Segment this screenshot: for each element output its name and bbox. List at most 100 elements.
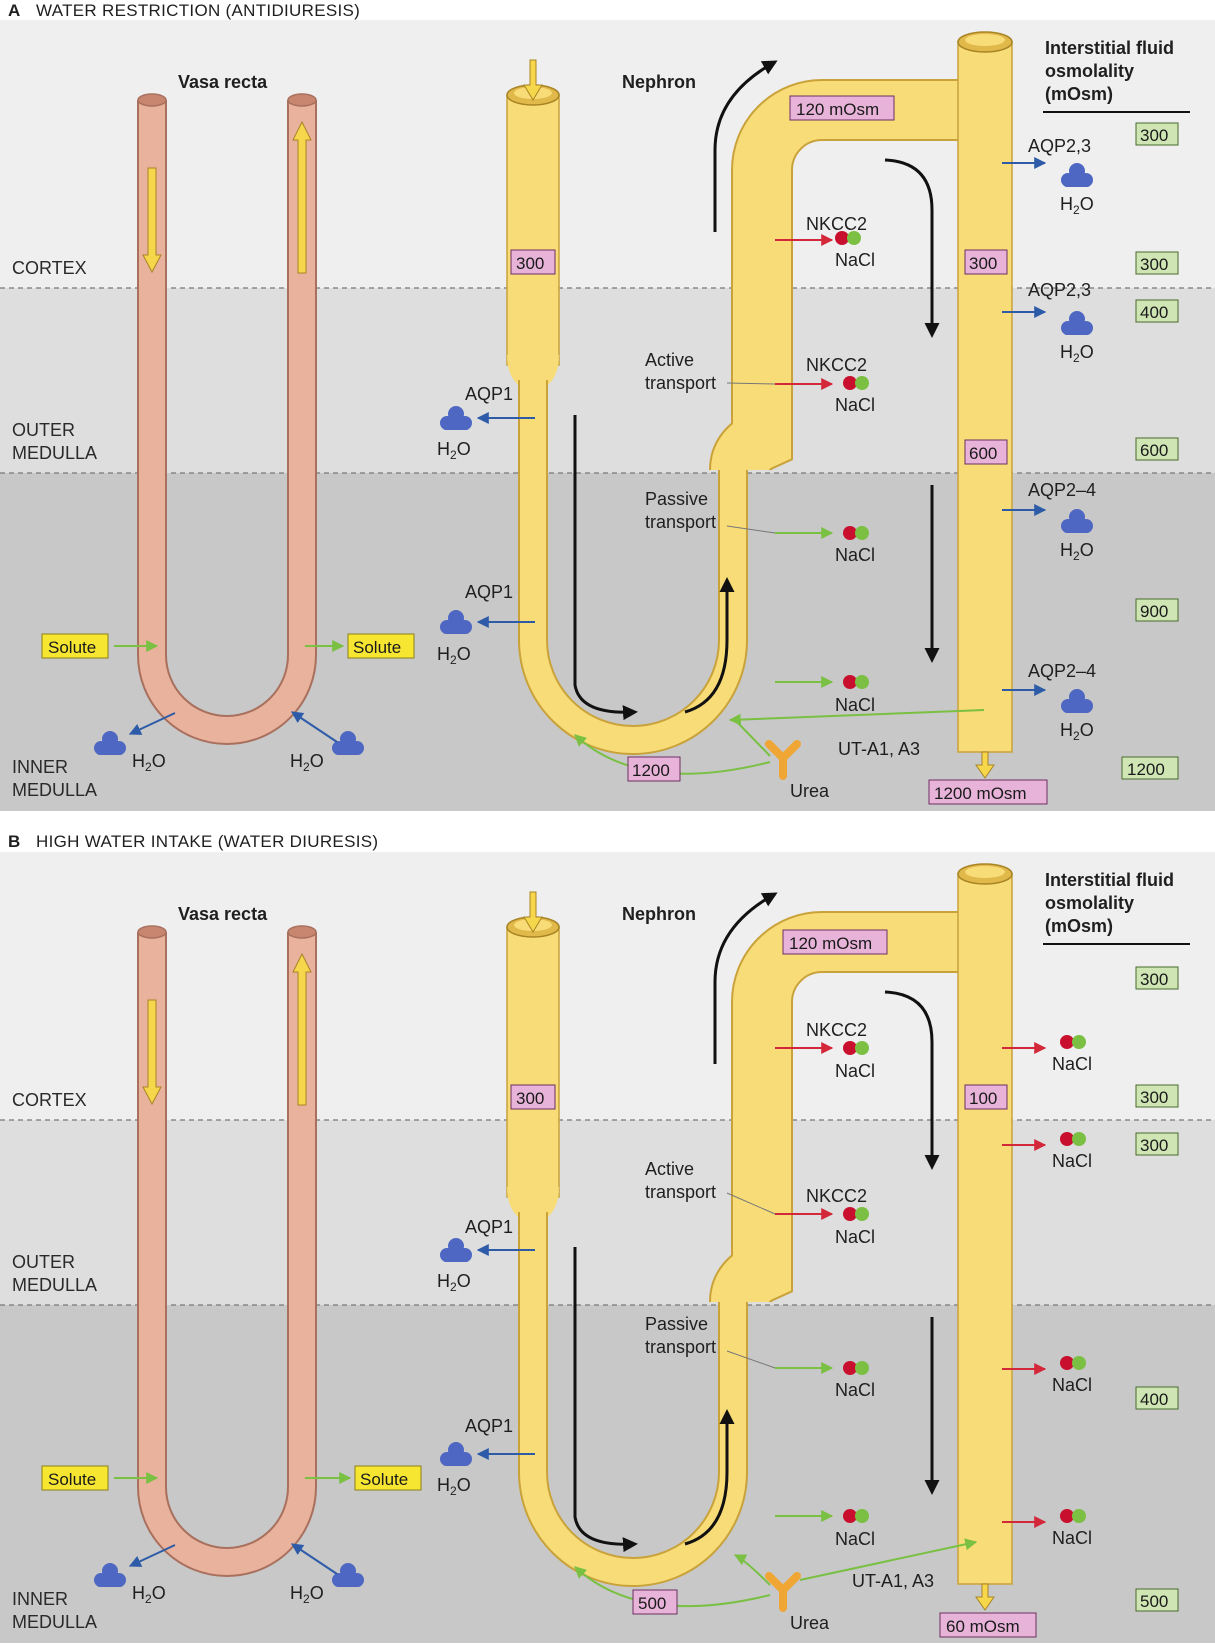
svg-text:H2O: H2O [132,1583,166,1606]
interstitial-value: 300 [1140,255,1168,274]
urea-label-b: Urea [790,1613,830,1633]
value-descending-b: 300 [516,1089,544,1108]
svg-text:H2O: H2O [1060,720,1094,743]
svg-text:H2O: H2O [1060,194,1094,217]
value-loop-bottom: 1200 [632,761,670,780]
nacl-label-4: NaCl [835,695,875,715]
interstitial-header-1: Interstitial fluid [1045,38,1174,58]
zone-inner-label: INNER [12,757,68,777]
panel-b-title: HIGH WATER INTAKE (WATER DIURESIS) [36,832,378,851]
svg-text:H2O: H2O [437,1475,471,1498]
svg-text:H2O: H2O [1060,540,1094,563]
nacl-collecting-b4: NaCl [1052,1528,1092,1548]
passive-transport-label-b1: Passive [645,1314,708,1334]
nkcc2-label-b1: NKCC2 [806,1020,867,1040]
nephron-label-b: Nephron [622,904,696,924]
interstitial-header-b1: Interstitial fluid [1045,870,1174,890]
interstitial-header-2: osmolality [1045,61,1134,81]
interstitial-header-b2: osmolality [1045,893,1134,913]
solute-in-label: Solute [48,638,96,657]
svg-text:H2O: H2O [437,439,471,462]
svg-text:H2O: H2O [437,1271,471,1294]
panel-b-letter: B [8,832,20,851]
aqp1-label-b-upper: AQP1 [465,1217,513,1237]
aqp23-label-2: AQP2,3 [1028,280,1091,300]
value-urine-b: 60 mOsm [946,1617,1020,1636]
interstitial-header-3: (mOsm) [1045,84,1113,104]
zone-outer-label-b: OUTER [12,1252,75,1272]
solute-out-label: Solute [353,638,401,657]
vasa-recta-label-b: Vasa recta [178,904,268,924]
ut-transporter-label-b: UT-A1, A3 [852,1571,934,1591]
interstitial-value: 300 [1140,126,1168,145]
panel-b: B HIGH WATER INTAKE (WATER DIURESIS) COR… [0,818,1215,1643]
value-urine: 1200 mOsm [934,784,1027,803]
interstitial-value: 900 [1140,602,1168,621]
nacl-collecting-b1: NaCl [1052,1054,1092,1074]
nkcc2-label-2: NKCC2 [806,355,867,375]
ut-transporter-label: UT-A1, A3 [838,739,920,759]
nephron-label: Nephron [622,72,696,92]
zone-cortex-label: CORTEX [12,258,87,278]
nacl-label-1: NaCl [835,250,875,270]
interstitial-value-b: 300 [1140,1088,1168,1107]
active-transport-label-b1: Active [645,1159,694,1179]
nacl-label-b3: NaCl [835,1380,875,1400]
passive-transport-label-2: transport [645,512,716,532]
interstitial-value-b: 300 [1140,1136,1168,1155]
aqp24-label-2: AQP2–4 [1028,661,1096,681]
interstitial-value: 1200 [1127,760,1165,779]
passive-transport-label-1: Passive [645,489,708,509]
interstitial-value-b: 400 [1140,1390,1168,1409]
passive-transport-label-b2: transport [645,1337,716,1357]
active-transport-label-2: transport [645,373,716,393]
nkcc2-label-1: NKCC2 [806,214,867,234]
value-loop-bottom-b: 500 [638,1594,666,1613]
vasa-recta-label: Vasa recta [178,72,268,92]
aqp24-label-1: AQP2–4 [1028,480,1096,500]
interstitial-value: 400 [1140,303,1168,322]
zone-inner-label-b: INNER [12,1589,68,1609]
svg-text:H2O: H2O [290,751,324,774]
zone-inner-label-b2: MEDULLA [12,1612,97,1632]
solute-out-label-b: Solute [360,1470,408,1489]
urea-label: Urea [790,781,830,801]
nacl-collecting-b3: NaCl [1052,1375,1092,1395]
aqp1-label-b-lower: AQP1 [465,1416,513,1436]
nacl-label-2: NaCl [835,395,875,415]
interstitial-header-b3: (mOsm) [1045,916,1113,936]
solute-in-label-b: Solute [48,1470,96,1489]
value-collecting-cortex: 300 [969,254,997,273]
svg-text:H2O: H2O [132,751,166,774]
value-thick-ascending-top-b: 120 mOsm [789,934,872,953]
panel-a-letter: A [8,1,20,20]
active-transport-label-1: Active [645,350,694,370]
interstitial-value-b: 300 [1140,970,1168,989]
nacl-label-3: NaCl [835,545,875,565]
zone-outer-label-2: MEDULLA [12,443,97,463]
nkcc2-label-b2: NKCC2 [806,1186,867,1206]
aqp23-label-1: AQP2,3 [1028,136,1091,156]
value-descending: 300 [516,254,544,273]
panel-a: A WATER RESTRICTION (ANTIDIURESIS) CORTE… [0,1,1215,811]
value-thick-ascending-top: 120 mOsm [796,100,879,119]
zone-outer-label: OUTER [12,420,75,440]
interstitial-value-b: 500 [1140,1592,1168,1611]
zone-outer-label-b2: MEDULLA [12,1275,97,1295]
value-collecting-medulla: 600 [969,444,997,463]
value-collecting-cortex-b: 100 [969,1089,997,1108]
svg-text:H2O: H2O [437,644,471,667]
zone-inner-label-2: MEDULLA [12,780,97,800]
svg-text:H2O: H2O [290,1583,324,1606]
aqp1-label-upper: AQP1 [465,384,513,404]
aqp1-label-lower: AQP1 [465,582,513,602]
panel-a-title: WATER RESTRICTION (ANTIDIURESIS) [36,1,360,20]
svg-text:H2O: H2O [1060,342,1094,365]
nacl-label-b1: NaCl [835,1061,875,1081]
nacl-label-b4: NaCl [835,1529,875,1549]
nacl-label-b2: NaCl [835,1227,875,1247]
active-transport-label-b2: transport [645,1182,716,1202]
interstitial-value: 600 [1140,441,1168,460]
